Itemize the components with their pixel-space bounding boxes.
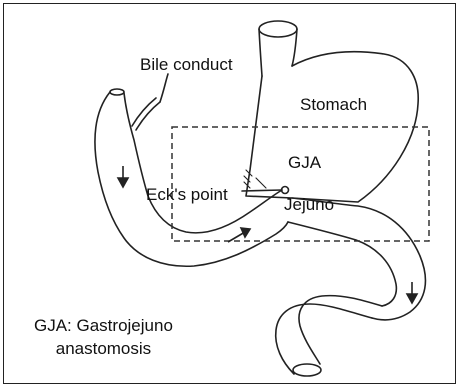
jejunum-end [293, 364, 321, 376]
bile-duct [132, 98, 160, 130]
label-stomach: Stomach [300, 96, 367, 113]
ecks-pointer-line [242, 190, 282, 191]
jejunum-loop-inner [299, 296, 382, 364]
legend-line-1: GJA: Gastrojejuno [34, 314, 173, 337]
anastomosis-hatch [244, 170, 266, 188]
bile-pointer [160, 74, 168, 102]
jejunum-loop-outer [276, 304, 372, 374]
label-gja: GJA [288, 154, 321, 171]
legend-line-2: anastomosis [34, 337, 173, 360]
duodenum-end [110, 89, 124, 95]
label-bile-conduct: Bile conduct [140, 56, 233, 73]
jejunum-upper-wall [292, 198, 425, 320]
label-ecks-point: Eck's point [146, 186, 228, 203]
legend: GJA: Gastrojejuno anastomosis [34, 314, 173, 360]
esophagus-opening [259, 21, 297, 37]
label-jejuno: Jejuno [284, 196, 334, 213]
anastomosis-region-box [172, 127, 429, 241]
jejunum-lower-wall [288, 222, 396, 306]
esophagus-left-wall [259, 29, 262, 76]
